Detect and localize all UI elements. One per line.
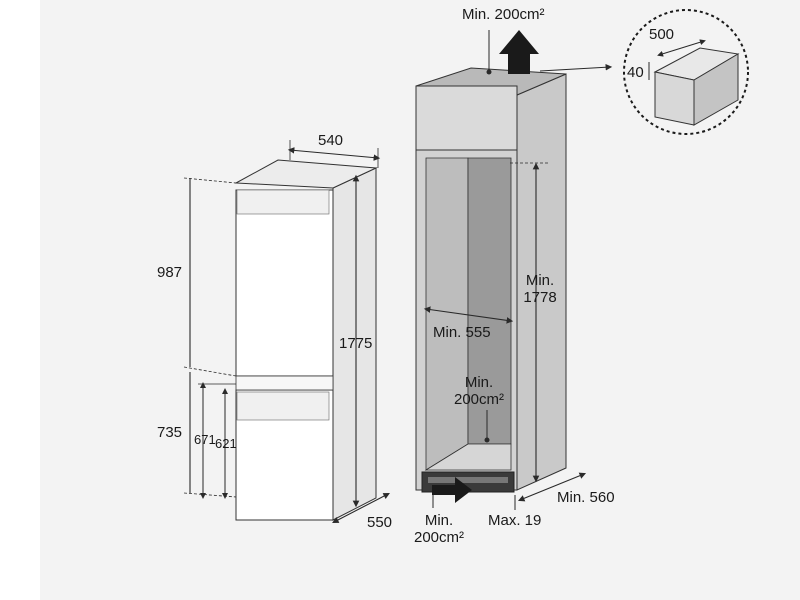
fridge-unit [183, 140, 390, 524]
top-vent-arrow [499, 30, 539, 74]
fridge-upper-hinge [236, 189, 330, 215]
cabinet-depth-line [517, 472, 587, 502]
fridge-depth-line [332, 492, 390, 524]
top-vent-label: Min. 200cm² [462, 6, 545, 23]
detail-front-face [654, 71, 695, 126]
mid-vent-label-line1: Min. [464, 374, 494, 391]
fridge-621-label: 621 [215, 436, 237, 451]
detail-width-line [657, 39, 706, 57]
cabinet-upper-box [415, 85, 518, 151]
fridge-width-label: 540 [318, 132, 344, 149]
cabinet-height-label: Min. 1778 [520, 272, 560, 307]
detail-callout [623, 9, 749, 135]
cabinet-width-line [423, 306, 514, 324]
fridge-lower-height-label: 735 [157, 424, 183, 441]
cabinet-inner-floor [424, 443, 512, 471]
cabinet-width-label: Min. 555 [433, 324, 491, 341]
detail-callout-arrow [539, 63, 613, 72]
detail-side-face [693, 53, 739, 126]
fridge-total-height-label: 1775 [339, 335, 373, 352]
bottom-vent-label: Min. 200cm² [402, 512, 476, 547]
plinth-gap-label: Max. 19 [488, 512, 542, 529]
detail-thickness-label: 40 [627, 64, 644, 81]
fridge-top-face [234, 159, 378, 189]
bottom-vent-label-line1: Min. [424, 512, 454, 529]
fridge-671-label: 671 [194, 432, 216, 447]
cabinet-vent-slot [428, 477, 508, 483]
fridge-width-line [287, 147, 381, 161]
mid-vent-label-line2: 200cm² [453, 391, 505, 409]
bottom-vent-arrow [432, 477, 472, 503]
cabinet-height-label-line1: Min. [525, 272, 555, 289]
fridge-door-divider [235, 375, 334, 391]
mid-vent-label: Min. 200cm² [442, 374, 516, 409]
bottom-vent-label-line2: 200cm² [413, 529, 465, 547]
fridge-lower-hinge [236, 391, 330, 421]
cabinet-height-label-line2: 1778 [523, 289, 557, 307]
cabinet-depth-label: Min. 560 [557, 489, 615, 506]
fridge-depth-label: 550 [367, 514, 393, 531]
fridge-upper-height-label: 987 [157, 264, 183, 281]
detail-width-label: 500 [649, 26, 675, 43]
fridge-upper-door [235, 189, 334, 377]
cabinet-unit [415, 30, 613, 510]
